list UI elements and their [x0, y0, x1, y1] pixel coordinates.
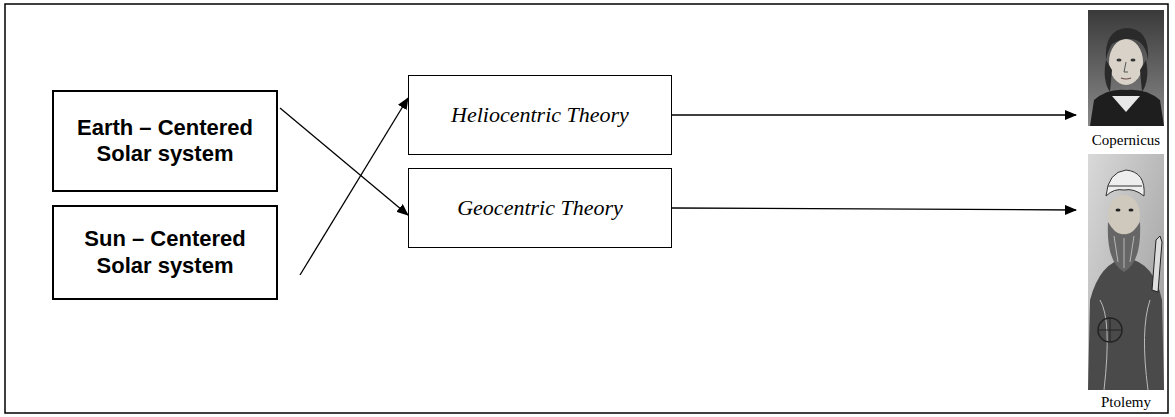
theory-box: Geocentric Theory [408, 168, 672, 248]
concept-box: Sun – Centered Solar system [52, 205, 278, 300]
copernicus-portrait [1088, 10, 1164, 126]
arrow-connector [672, 208, 1076, 210]
node-text: Copernicus [1090, 131, 1162, 149]
node-text: Geocentric Theory [457, 195, 623, 221]
node-text: Heliocentric Theory [451, 102, 629, 128]
arrow-connector [300, 98, 408, 275]
node-text: Earth – Centered Solar system [64, 115, 266, 168]
portrait-caption-node: Copernicus [1080, 10, 1172, 150]
portrait-caption-node: Ptolemy [1080, 154, 1172, 412]
node-text: Sun – Centered Solar system [64, 226, 266, 279]
node-text: Ptolemy [1099, 393, 1153, 411]
concept-box: Earth – Centered Solar system [52, 90, 278, 192]
outer-frame [5, 4, 1168, 413]
arrow-connector [672, 114, 1076, 115]
ptolemy-portrait [1088, 154, 1164, 390]
arrow-connector [280, 108, 408, 215]
theory-box: Heliocentric Theory [408, 75, 672, 155]
